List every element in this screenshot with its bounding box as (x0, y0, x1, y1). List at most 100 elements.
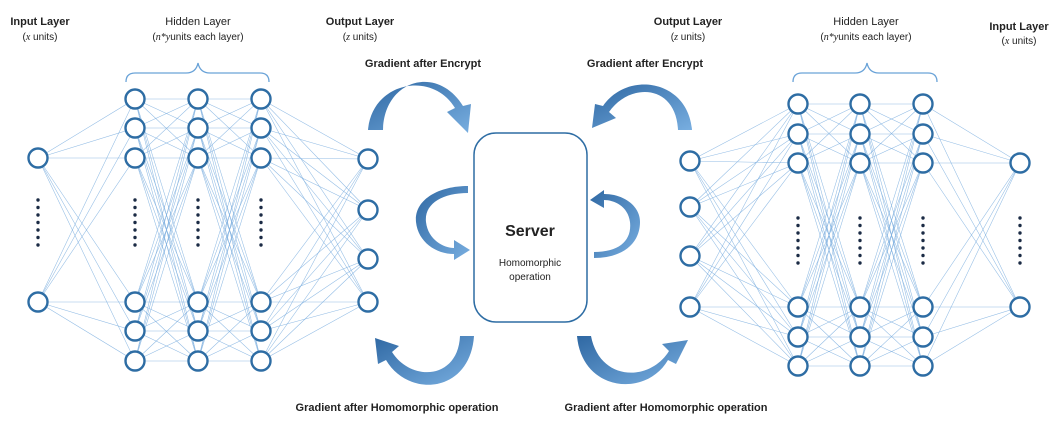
right-layer4-neuron (912, 123, 934, 145)
left-output-layer-title: Output Layer (326, 16, 395, 28)
right-connection-line (922, 162, 1021, 338)
right-layer3-neuron (849, 326, 871, 348)
right-connection-line (859, 103, 924, 164)
right-layer1-neuron (679, 150, 701, 172)
right-connection-line (797, 103, 861, 308)
right-connection-line (689, 103, 799, 308)
right-layer3-neuron (849, 123, 871, 145)
left-layer3-neuron (187, 291, 209, 313)
right-connection-line (689, 160, 799, 338)
left-connection-line (134, 127, 199, 362)
right-connection-line (689, 103, 799, 257)
right-output-layer-units: (z units) (671, 32, 706, 43)
right-connection-line (797, 336, 861, 367)
left-layer2-neuron (124, 350, 146, 372)
right-connection-line (689, 306, 799, 367)
left-connection-line (260, 127, 369, 303)
ellipsis-dot (259, 235, 263, 240)
left-connection-line (197, 98, 262, 362)
server-box (473, 132, 588, 323)
right-connection-line (689, 206, 799, 338)
left-connection-line (260, 98, 369, 260)
ellipsis-dot (36, 220, 40, 225)
left-network-neurons (27, 88, 379, 372)
right-layer3-neuron (849, 355, 871, 377)
ellipsis-dot (259, 228, 263, 232)
right-layer1-neuron (679, 296, 701, 318)
right-layer4-neuron (912, 152, 934, 174)
right-layer1-neuron (679, 245, 701, 267)
left-connection-line (37, 301, 136, 332)
left-connection-line (134, 98, 199, 129)
left-layer4-neuron (250, 350, 272, 372)
ellipsis-dot (921, 261, 925, 265)
left-top-curved-arrow (368, 81, 471, 133)
ellipsis-dot (196, 198, 200, 202)
right-connection-line (689, 255, 799, 367)
right-connection-line (922, 103, 1021, 308)
right-input-layer-units: (x units) (1001, 36, 1036, 47)
right-connection-line (689, 103, 799, 162)
right-layer4-neuron (912, 93, 934, 115)
left-layer3-neuron (187, 88, 209, 110)
right-connection-line (797, 133, 861, 164)
left-connection-line (134, 98, 199, 303)
ellipsis-dot (796, 253, 800, 258)
right-connection-line (922, 306, 1021, 338)
right-loop-arrow (590, 190, 640, 258)
right-layer2-neuron (787, 123, 809, 145)
left-connection-line (260, 258, 369, 362)
ellipsis-dot (858, 231, 862, 235)
right-layer5-neuron (1009, 296, 1031, 318)
left-connection-line (134, 98, 199, 362)
right-layer4-neuron (912, 296, 934, 318)
left-hidden-brace (125, 62, 270, 83)
left-connection-line (197, 301, 262, 332)
right-output-layer-title: Output Layer (654, 16, 723, 28)
ellipsis-dot (259, 243, 263, 247)
left-connection-line (197, 301, 262, 362)
left-layer4-neuron (250, 147, 272, 169)
left-connection-line (134, 157, 199, 362)
left-connection-line (197, 127, 262, 362)
left-connection-line (260, 258, 369, 332)
ellipsis-dot (796, 223, 800, 228)
ellipsis-dot (133, 205, 137, 210)
ellipsis-dot (1018, 253, 1022, 258)
left-connection-line (260, 157, 369, 260)
left-layer2-neuron (124, 320, 146, 342)
ellipsis-dot (1018, 216, 1022, 220)
ellipsis-dot (196, 220, 200, 225)
ellipsis-dot (1018, 223, 1022, 228)
ellipsis-dot (196, 235, 200, 240)
right-connection-line (859, 103, 924, 367)
right-bottom-curved-arrow (577, 336, 688, 385)
ellipsis-dot (858, 216, 862, 220)
ellipsis-dot (858, 261, 862, 265)
right-top-curved-arrow (592, 84, 692, 130)
left-connection-line (260, 98, 369, 303)
ellipsis-dot (858, 246, 862, 250)
left-layer5-neuron (357, 148, 379, 170)
ellipsis-dot (36, 235, 40, 240)
ellipsis-dot (196, 213, 200, 217)
ellipsis-dot (259, 213, 263, 217)
left-layer2-neuron (124, 291, 146, 313)
right-network-connections (689, 103, 1021, 367)
ellipsis-dot (921, 223, 925, 228)
right-top-flow-label: Gradient after Encrypt (587, 58, 703, 70)
ellipsis-dot (1018, 238, 1022, 243)
right-connection-line (859, 133, 924, 164)
ellipsis-dot (196, 205, 200, 210)
right-connection-line (689, 160, 799, 164)
ellipsis-dot (36, 198, 40, 202)
left-connection-line (260, 209, 369, 332)
left-output-layer-units: (z units) (343, 32, 378, 43)
right-layer2-neuron (787, 326, 809, 348)
right-connection-line (859, 103, 924, 338)
right-layer3-neuron (849, 93, 871, 115)
left-connection-line (260, 258, 369, 303)
left-connection-line (260, 157, 369, 303)
right-layer2-neuron (787, 296, 809, 318)
